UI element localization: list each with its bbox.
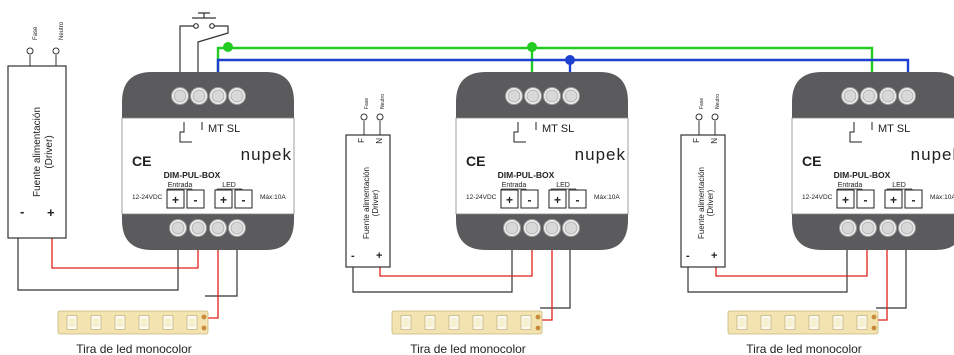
driver-3-f: F (692, 138, 701, 143)
module-1-led: LED (222, 182, 236, 189)
module-1-brand: nupek (241, 145, 292, 164)
svg-text:-: - (912, 193, 916, 207)
driver-2-n: N (375, 138, 384, 144)
module-3-model: DIM-PUL-BOX (834, 170, 891, 180)
driver-3-title: Fuente alimentación (697, 167, 706, 239)
module-1-model: DIM-PUL-BOX (164, 170, 221, 180)
junction-green-2 (527, 42, 537, 52)
module-3-entrada: Entrada (838, 182, 863, 189)
driver-3-minus: - (686, 250, 690, 262)
svg-text:-: - (242, 193, 246, 207)
module-1-voltage: 12-24VDC (132, 194, 163, 201)
module-3-led: LED (892, 182, 906, 189)
module-1-max: Máx:10A (260, 194, 286, 201)
led-strip-3-label: Tira de led monocolor (746, 342, 862, 355)
module-3: MT SL CE nupek DIM-PUL-BOX Entrada LED 1… (791, 72, 954, 250)
driver-2-subtitle: (Driver) (371, 189, 380, 216)
led-strip-3 (727, 310, 879, 335)
module-3-brand: nupek (911, 145, 954, 164)
module-1-ce: CE (132, 153, 151, 169)
module-2-mt-sl: MT SL (542, 123, 574, 135)
driver-1-title: Fuente alimentación (32, 107, 43, 197)
module-2-brand: nupek (575, 145, 626, 164)
led-strip-1 (57, 310, 209, 335)
svg-text:+: + (172, 193, 179, 207)
driver-2-plus: + (376, 250, 382, 262)
driver-3-n: N (710, 138, 719, 144)
driver-2: Fase Neutro F N Fuente alimentación (Dri… (345, 94, 391, 268)
module-2-voltage: 12-24VDC (466, 194, 497, 201)
module-2-model: DIM-PUL-BOX (498, 170, 555, 180)
neutro-label: Neutro (59, 21, 65, 40)
svg-text:+: + (554, 193, 561, 207)
junction-green-1 (223, 42, 233, 52)
driver-1-subtitle: (Driver) (44, 135, 55, 168)
svg-text:-: - (576, 193, 580, 207)
wires-red (51, 238, 888, 321)
led-strip-2-label: Tira de led monocolor (410, 342, 526, 355)
driver-2-neutro: Neutro (380, 94, 386, 109)
module-1-entrada: Entrada (168, 182, 193, 189)
driver-1-plus: + (47, 205, 55, 220)
driver-2-minus: - (351, 250, 355, 262)
module-2-max: Máx:10A (594, 194, 620, 201)
driver-2-fase: Fase (364, 98, 370, 109)
svg-text:-: - (864, 193, 868, 207)
svg-text:-: - (528, 193, 532, 207)
fase-label: Fase (33, 26, 39, 40)
supply-terminals: Fase Neutro F N (26, 21, 68, 72)
led-strip-1-label: Tira de led monocolor (76, 342, 192, 355)
svg-text:+: + (890, 193, 897, 207)
driver-3-neutro: Neutro (715, 94, 721, 109)
driver-2-f: F (357, 138, 366, 143)
svg-text:+: + (220, 193, 227, 207)
push-button-icon (192, 12, 216, 29)
svg-text:+: + (842, 193, 849, 207)
module-3-voltage: 12-24VDC (802, 194, 833, 201)
driver-2-title: Fuente alimentación (362, 167, 371, 239)
module-2: MT SL CE nupek DIM-PUL-BOX Entrada LED 1… (455, 72, 629, 250)
module-3-ce: CE (802, 153, 821, 169)
module-1-mt-sl: MT SL (208, 123, 240, 135)
driver-3-subtitle: (Driver) (706, 189, 715, 216)
module-1: MT SL CE nupek DIM-PUL-BOX Entrada LED 1… (121, 72, 295, 250)
driver-3-fase: Fase (699, 98, 705, 109)
driver-1: Fuente alimentación (Driver) - + (7, 65, 67, 239)
led-strip-2 (391, 310, 543, 335)
svg-text:+: + (506, 193, 513, 207)
driver-3: Fase Neutro F N Fuente alimentación (Dri… (680, 94, 726, 268)
module-3-mt-sl: MT SL (878, 123, 910, 135)
module-2-entrada: Entrada (502, 182, 527, 189)
driver-1-minus: - (20, 204, 24, 219)
svg-text:-: - (194, 193, 198, 207)
module-2-ce: CE (466, 153, 485, 169)
module-3-max: Máx:10A (930, 194, 954, 201)
junction-blue (565, 55, 575, 65)
driver-3-plus: + (711, 250, 717, 262)
module-2-led: LED (556, 182, 570, 189)
